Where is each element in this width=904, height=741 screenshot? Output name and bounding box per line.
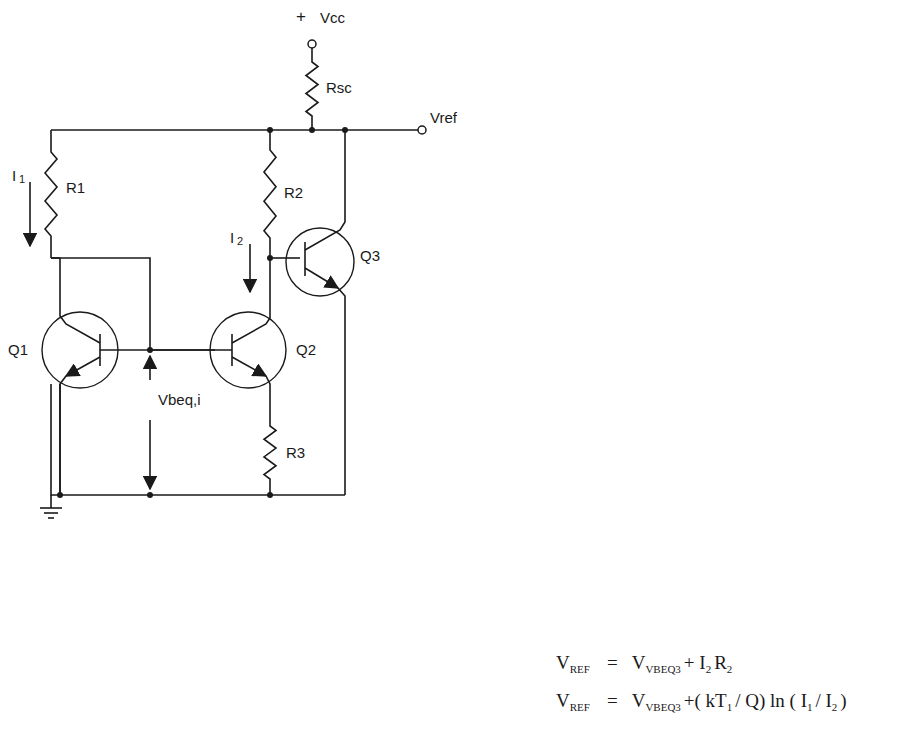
resistor-symbol: [264, 410, 276, 495]
equation-term: / I: [816, 690, 832, 711]
emitter-lead: [232, 357, 266, 376]
transistor-symbol: [286, 228, 354, 296]
equation-term: / Q) ln ( I: [735, 690, 807, 711]
component-label: I: [230, 230, 234, 245]
component-label: Vcc: [320, 10, 345, 25]
equation-term: 1: [727, 701, 733, 713]
collector-lead: [60, 258, 100, 343]
emitter-wire: [266, 376, 270, 410]
wire: [59, 384, 61, 495]
component-label: 1: [19, 174, 25, 185]
emitter-lead: [66, 357, 100, 376]
resistor-symbol: [264, 130, 276, 258]
equation-term: 1: [807, 701, 813, 713]
equation-term: REF: [570, 663, 590, 675]
component-label: R3: [286, 445, 305, 460]
component-label: Vbeq,i: [158, 392, 201, 407]
equation-term: =: [607, 690, 618, 711]
junction-dot: [267, 492, 273, 498]
transistor-base-bar: [304, 242, 306, 276]
equation-term: V: [632, 690, 646, 711]
component-label: Q2: [296, 342, 316, 357]
equation-term: 2: [706, 663, 712, 675]
terminal: [418, 126, 426, 134]
vref-bus: [51, 129, 418, 131]
component-label: +: [296, 8, 306, 25]
emitter-lead: [305, 268, 338, 288]
current-arrow: [249, 244, 251, 292]
ground-lead: [50, 495, 52, 508]
current-arrow: [29, 182, 31, 246]
equation-term: 2: [727, 663, 733, 675]
ground-bus: [51, 384, 345, 495]
equation: VREF=VVBEQ3+ I2R2: [556, 652, 735, 676]
component-label: I: [12, 168, 16, 183]
equation-term: =: [607, 652, 618, 673]
base-lead: [270, 257, 300, 259]
ground-symbol: [48, 517, 54, 519]
base-lead: [150, 349, 232, 351]
junction-dot: [309, 127, 315, 133]
equation-term: REF: [570, 701, 590, 713]
equation-term: 2: [832, 701, 838, 713]
collector-lead: [305, 130, 345, 250]
equation-term: ): [840, 690, 846, 711]
equation-term: V: [556, 690, 570, 711]
junction-dot: [57, 492, 63, 498]
component-label: R1: [66, 180, 85, 195]
wire: [51, 257, 60, 259]
component-label: R2: [284, 185, 303, 200]
component-label: Rsc: [326, 80, 352, 95]
component-label: 2: [237, 236, 243, 247]
ground-symbol: [40, 507, 62, 509]
emitter-wire: [60, 376, 66, 495]
resistor-symbol: [45, 130, 57, 258]
equation-term: V: [632, 652, 646, 673]
component-label: Q1: [8, 342, 28, 357]
resistor-symbol: [306, 48, 318, 130]
equation: VREF=VVBEQ3+( kT1/ Q) ln ( I1/ I2): [556, 690, 847, 714]
emitter-wire: [338, 288, 345, 495]
collector-lead: [232, 258, 270, 343]
ground-symbol: [44, 512, 58, 514]
equation-term: V: [556, 652, 570, 673]
terminal: [308, 40, 316, 48]
junction-dot: [147, 492, 153, 498]
equation-term: VBEQ3: [645, 663, 680, 675]
equation-term: + I: [684, 652, 706, 673]
voltage-arrow: [149, 356, 151, 380]
component-label: Vref: [430, 110, 457, 125]
voltage-arrow: [149, 420, 151, 489]
component-label: Q3: [360, 248, 380, 263]
equation-term: +( kT: [684, 690, 727, 711]
equation-term: R: [714, 652, 727, 673]
equation-term: VBEQ3: [645, 701, 680, 713]
